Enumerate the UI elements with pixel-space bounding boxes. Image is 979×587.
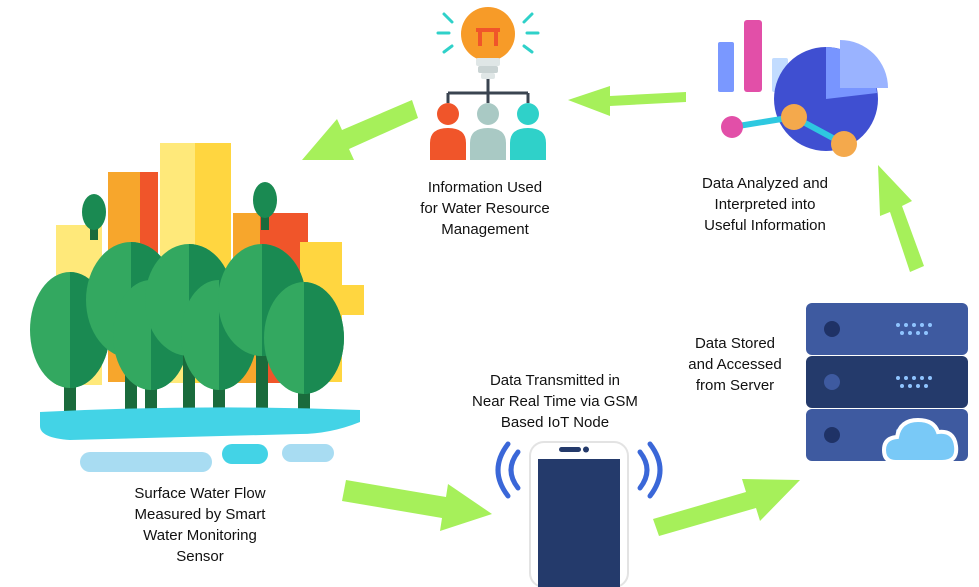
management-label-line-1: Information Used xyxy=(427,179,543,196)
smartphone-iot-icon xyxy=(495,441,663,587)
server-label-line-1: Data Stored xyxy=(694,335,776,352)
arrow-server-to-analytics xyxy=(878,165,924,272)
analytics-label-line-2: Interpreted into xyxy=(714,196,816,213)
phone-label-line-3: Based IoT Node xyxy=(500,414,610,431)
phone-label: Data Transmitted in Near Real Time via G… xyxy=(450,370,660,433)
phone-label-line-1: Data Transmitted in xyxy=(489,372,621,389)
management-label-line-3: Management xyxy=(441,221,529,238)
river-forest-city-icon xyxy=(30,143,364,472)
arrow-analytics-to-management xyxy=(568,86,686,116)
phone-label-line-2: Near Real Time via GSM xyxy=(472,393,638,410)
arrow-phone-to-server xyxy=(653,479,800,536)
server-label: Data Stored and Accessed from Server xyxy=(660,333,810,396)
analytics-label: Data Analyzed and Interpreted into Usefu… xyxy=(670,173,860,236)
river-label: Surface Water Flow Measured by Smart Wat… xyxy=(100,483,300,567)
analytics-label-line-3: Useful Information xyxy=(704,217,826,234)
analytics-chart-icon xyxy=(718,20,888,157)
management-label-line-2: for Water Resource xyxy=(420,200,550,217)
river-label-line-3: Water Monitoring xyxy=(143,527,257,544)
arrow-management-to-river xyxy=(302,100,418,160)
arrow-river-to-phone xyxy=(342,480,492,531)
management-label: Information Used for Water Resource Mana… xyxy=(385,177,585,240)
river-label-line-2: Measured by Smart xyxy=(134,506,266,523)
server-label-line-2: and Accessed xyxy=(688,356,782,373)
cloud-server-icon xyxy=(806,303,968,464)
analytics-label-line-1: Data Analyzed and xyxy=(702,175,828,192)
server-label-line-3: from Server xyxy=(695,377,775,394)
river-label-line-1: Surface Water Flow xyxy=(134,485,266,502)
idea-team-icon xyxy=(430,7,546,160)
river-label-line-4: Sensor xyxy=(176,548,224,565)
